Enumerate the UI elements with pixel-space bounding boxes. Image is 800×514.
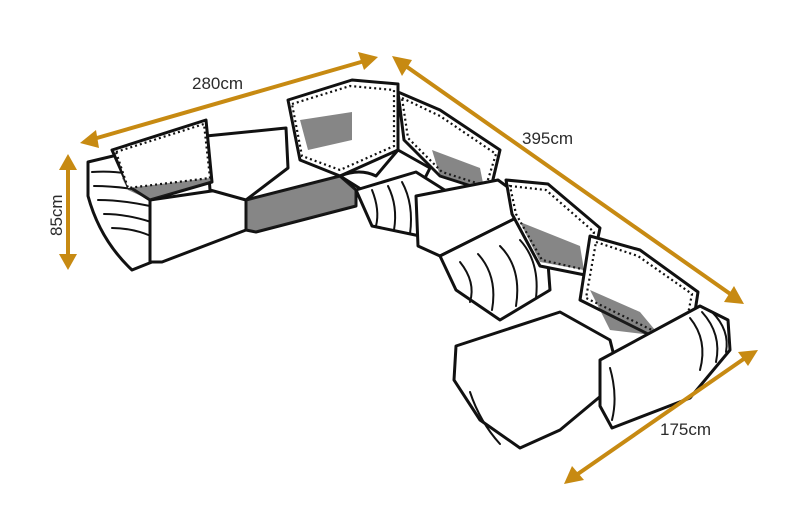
left-seat-module: [110, 118, 290, 264]
dimension-arrow-85: [59, 154, 77, 270]
chaise-module: [452, 304, 732, 450]
dimension-arrow-280: [80, 52, 378, 148]
label-height: 85cm: [47, 194, 66, 236]
label-depth-chaise: 175cm: [660, 420, 711, 439]
label-width-long: 395cm: [522, 129, 573, 148]
long-seat-module: [354, 90, 602, 322]
label-width-top: 280cm: [192, 74, 243, 93]
dimension-arrow-175: [564, 350, 758, 484]
corner-module: [244, 78, 432, 234]
sofa-illustration: [86, 78, 732, 450]
dimension-arrow-395: [392, 56, 744, 304]
